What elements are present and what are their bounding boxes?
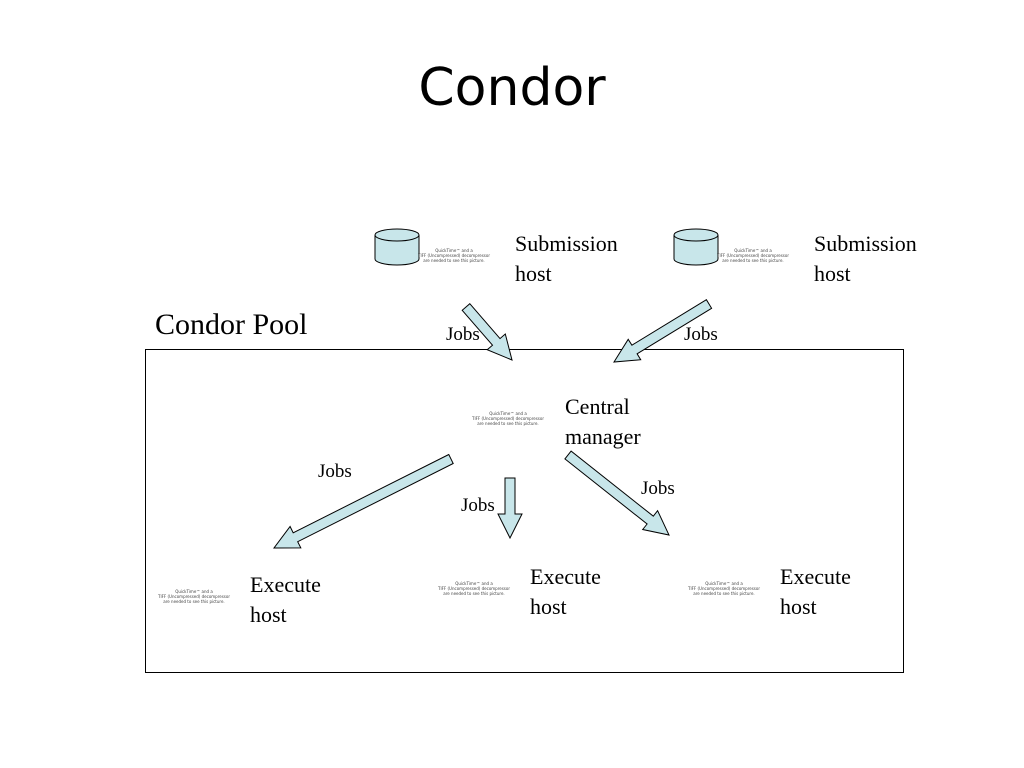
- arrow-submit-1-to-manager: [461, 302, 513, 361]
- arrow-manager-to-execute-2: [497, 477, 523, 540]
- jobs-label: Jobs: [446, 324, 480, 345]
- slide-title: Condor: [418, 58, 606, 118]
- database-icon: [374, 228, 420, 266]
- jobs-label: Jobs: [641, 478, 675, 499]
- jobs-label: Jobs: [684, 324, 718, 345]
- jobs-label: Jobs: [318, 461, 352, 482]
- jobs-label: Jobs: [461, 495, 495, 516]
- pool-label: Condor Pool: [155, 308, 308, 341]
- arrow-submit-2-to-manager: [613, 299, 713, 363]
- database-icon: [673, 228, 719, 266]
- condor-pool-box: [145, 349, 904, 673]
- arrow-manager-to-execute-1: [272, 453, 454, 549]
- arrow-manager-to-execute-3: [564, 450, 670, 536]
